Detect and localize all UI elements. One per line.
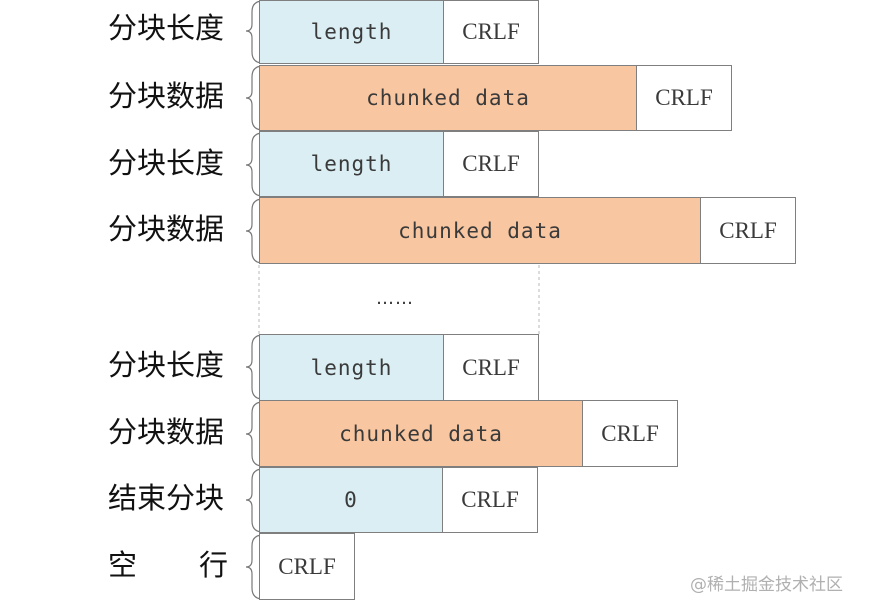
row-label: 分块长度 [108, 11, 225, 45]
crlf-field: CRLF [700, 197, 796, 264]
brace-8 [245, 534, 264, 600]
chunk-data-field: chunked data [259, 400, 583, 467]
crlf-field: CRLF [636, 65, 732, 131]
brace-5 [245, 334, 264, 400]
row-label: 分块数据 [108, 415, 225, 449]
brace-7 [245, 468, 264, 533]
crlf-field: CRLF [259, 533, 355, 600]
ellipsis: …… [376, 288, 414, 309]
empty-line-char: 空 [108, 548, 138, 582]
crlf-field: CRLF [582, 400, 678, 467]
length-field: length [259, 334, 444, 401]
crlf-field: CRLF [443, 0, 539, 64]
crlf-field: CRLF [443, 131, 539, 197]
brace-4 [245, 198, 264, 264]
row-label: 分块长度 [108, 348, 225, 382]
row-label: 分块长度 [108, 146, 225, 180]
brace-2 [245, 65, 264, 131]
chunk-data-field: chunked data [259, 65, 637, 131]
chunk-data-field: chunked data [259, 197, 701, 264]
length-field: 0 [259, 467, 443, 533]
brace-1 [245, 0, 264, 64]
empty-line-char: 行 [198, 548, 228, 582]
watermark: @稀土掘金技术社区 [690, 575, 843, 595]
row-label: 结束分块 [108, 481, 225, 515]
brace-3 [245, 132, 264, 197]
length-field: length [259, 0, 444, 64]
row-label: 分块数据 [108, 79, 225, 113]
crlf-field: CRLF [443, 334, 539, 401]
crlf-field: CRLF [442, 467, 538, 533]
row-label: 分块数据 [108, 212, 225, 246]
brace-6 [245, 401, 264, 467]
empty-line-label: 空 行 [108, 551, 228, 580]
length-field: length [259, 131, 444, 197]
